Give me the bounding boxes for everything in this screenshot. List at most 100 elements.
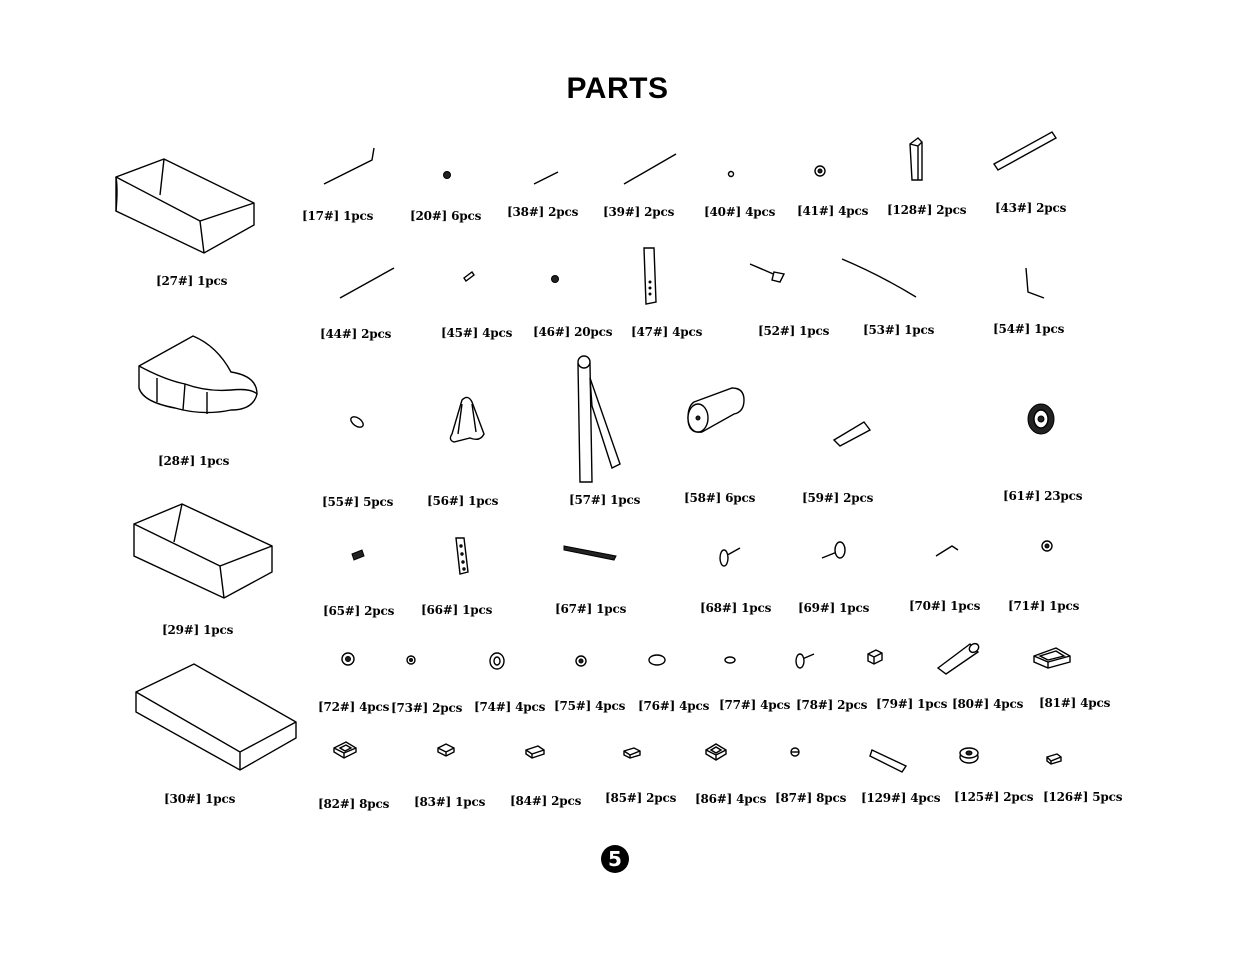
seat-pad-icon bbox=[112, 155, 262, 260]
part-label: [27#]1pcs bbox=[156, 274, 228, 288]
plate-icon bbox=[642, 246, 658, 306]
page-number-badge: 5 bbox=[601, 845, 629, 873]
part-label: [61#]23pcs bbox=[1003, 489, 1083, 503]
part-label: [52#]1pcs bbox=[758, 324, 830, 338]
part-label: [84#]2pcs bbox=[510, 794, 582, 808]
part-label: [77#]4pcs bbox=[719, 698, 791, 712]
washer-icon bbox=[405, 654, 417, 666]
part-label: [41#]4pcs bbox=[797, 204, 869, 218]
part-label: [78#]2pcs bbox=[796, 698, 868, 712]
part-label: [75#]4pcs bbox=[554, 699, 626, 713]
long-rod-icon bbox=[622, 152, 678, 186]
part-label: [28#]1pcs bbox=[158, 454, 230, 468]
part-label: [30#]1pcs bbox=[164, 792, 236, 806]
pop-pin-icon bbox=[748, 262, 788, 284]
bushing-icon bbox=[574, 654, 588, 668]
part-label: [83#]1pcs bbox=[414, 795, 486, 809]
part-label: [45#]4pcs bbox=[441, 326, 513, 340]
end-cap-icon bbox=[622, 746, 642, 760]
part-label: [85#]2pcs bbox=[605, 791, 677, 805]
end-cap-icon bbox=[524, 744, 546, 760]
part-label: [81#]4pcs bbox=[1039, 696, 1111, 710]
part-label: [125#]2pcs bbox=[954, 790, 1034, 804]
part-label: [40#]4pcs bbox=[704, 205, 776, 219]
ring-icon bbox=[647, 653, 667, 667]
part-label: [58#]6pcs bbox=[684, 491, 756, 505]
part-label: [82#]8pcs bbox=[318, 797, 390, 811]
part-label: [59#]2pcs bbox=[802, 491, 874, 505]
clip-icon bbox=[350, 548, 366, 562]
square-cap-icon bbox=[704, 742, 728, 762]
bracket-icon bbox=[906, 136, 926, 184]
roller-icon bbox=[684, 386, 748, 438]
strap-icon bbox=[572, 354, 626, 486]
seat-pad-icon bbox=[130, 500, 278, 602]
tube-icon bbox=[936, 642, 980, 676]
end-cap-icon bbox=[1032, 646, 1072, 670]
square-cap-icon bbox=[436, 742, 456, 758]
square-cap-icon bbox=[332, 740, 358, 760]
knob-icon bbox=[716, 540, 744, 570]
ring-icon bbox=[348, 414, 366, 430]
tube-icon bbox=[992, 130, 1060, 172]
part-label: [74#]4pcs bbox=[474, 700, 546, 714]
ring-icon bbox=[723, 655, 737, 665]
part-label: [65#]2pcs bbox=[323, 604, 395, 618]
nut-icon bbox=[442, 170, 452, 180]
tube-icon bbox=[832, 420, 872, 448]
nut-icon bbox=[813, 164, 827, 178]
part-label: [66#]1pcs bbox=[421, 603, 493, 617]
part-label: [70#]1pcs bbox=[909, 599, 981, 613]
chain-icon bbox=[454, 536, 470, 576]
washer-icon bbox=[1040, 539, 1054, 553]
part-label: [39#]2pcs bbox=[603, 205, 675, 219]
part-label: [76#]4pcs bbox=[638, 699, 710, 713]
part-label: [20#]6pcs bbox=[410, 209, 482, 223]
knob-icon bbox=[820, 540, 850, 566]
part-label: [57#]1pcs bbox=[569, 493, 641, 507]
part-label: [53#]1pcs bbox=[863, 323, 935, 337]
part-label: [56#]1pcs bbox=[427, 494, 499, 508]
part-label: [55#]5pcs bbox=[322, 495, 394, 509]
nut-icon bbox=[550, 274, 560, 284]
part-label: [86#]4pcs bbox=[695, 792, 767, 806]
long-rod-icon bbox=[338, 266, 396, 300]
bushing-icon bbox=[488, 651, 506, 671]
part-label: [128#]2pcs bbox=[887, 203, 967, 217]
knob-icon bbox=[792, 648, 816, 670]
part-label: [43#]2pcs bbox=[995, 201, 1067, 215]
part-label: [17#]1pcs bbox=[302, 209, 374, 223]
part-label: [73#]2pcs bbox=[391, 701, 463, 715]
bent-rod-icon bbox=[322, 146, 378, 188]
washer-icon bbox=[727, 170, 735, 178]
handle-icon bbox=[446, 394, 488, 448]
l-bracket-icon bbox=[1022, 266, 1048, 302]
part-label: [72#]4pcs bbox=[318, 700, 390, 714]
spacer-icon bbox=[958, 745, 980, 765]
washer-icon bbox=[789, 746, 801, 758]
chain-icon bbox=[562, 542, 618, 561]
part-label: [71#]1pcs bbox=[1008, 599, 1080, 613]
pulley-icon bbox=[1024, 402, 1058, 436]
part-label: [126#]5pcs bbox=[1043, 790, 1123, 804]
cube-icon bbox=[866, 648, 884, 666]
part-label: [54#]1pcs bbox=[993, 322, 1065, 336]
part-label: [68#]1pcs bbox=[700, 601, 772, 615]
hex-key-icon bbox=[934, 540, 960, 560]
part-label: [79#]1pcs bbox=[876, 697, 948, 711]
end-cap-icon bbox=[1045, 752, 1063, 766]
short-rod-icon bbox=[532, 170, 560, 186]
shaped-seat-icon bbox=[135, 332, 265, 422]
part-label: [38#]2pcs bbox=[507, 205, 579, 219]
part-label: [69#]1pcs bbox=[798, 601, 870, 615]
part-label: [129#]4pcs bbox=[861, 791, 941, 805]
part-label: [47#]4pcs bbox=[631, 325, 703, 339]
part-label: [29#]1pcs bbox=[162, 623, 234, 637]
part-label: [46#]20pcs bbox=[533, 325, 613, 339]
pin-icon bbox=[462, 270, 476, 283]
cable-icon bbox=[840, 255, 920, 301]
part-label: [87#]8pcs bbox=[775, 791, 847, 805]
part-label: [80#]4pcs bbox=[952, 697, 1024, 711]
part-label: [44#]2pcs bbox=[320, 327, 392, 341]
tube-icon bbox=[868, 748, 908, 774]
